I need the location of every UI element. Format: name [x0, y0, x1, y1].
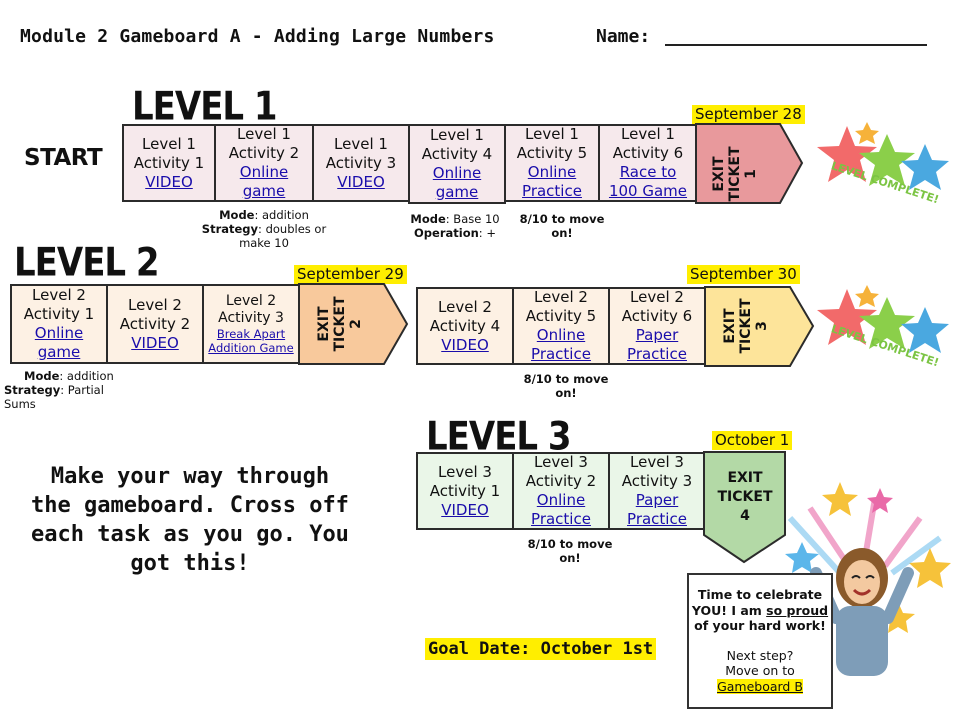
level-2-activity-1[interactable]: Level 2 Activity 1 Online game — [10, 284, 108, 364]
level-2-note-a: Mode: addition Strategy: Partial Sums — [4, 369, 114, 411]
level-2-heading: LEVEL 2 — [14, 240, 160, 286]
goal-date: Goal Date: October 1st — [425, 638, 657, 660]
exit-ticket-4-arrow — [703, 451, 786, 564]
level-1-note-b: Mode: Base 10 Operation: + — [410, 212, 500, 240]
gameboard-b-link[interactable]: Gameboard B — [717, 678, 803, 694]
level-1-activity-5[interactable]: Level 1 Activity 5 Online Practice — [504, 124, 600, 202]
online-practice-link[interactable]: Online Practice — [531, 491, 591, 528]
level-3-note: 8/10 to move on! — [527, 537, 613, 565]
exit-ticket-2[interactable]: EXIT TICKET 2 — [316, 296, 364, 352]
paper-practice-link[interactable]: Paper Practice — [627, 326, 687, 363]
online-practice-link[interactable]: Online Practice — [522, 163, 582, 200]
level-1-heading: LEVEL 1 — [132, 84, 278, 130]
video-link[interactable]: VIDEO — [441, 500, 489, 519]
name-label: Name: — [596, 26, 651, 47]
race-to-100-link[interactable]: Race to 100 Game — [608, 163, 688, 200]
level-1-activity-6[interactable]: Level 1 Activity 6 Race to 100 Game — [598, 124, 698, 202]
level-1-note-c: 8/10 to move on! — [519, 212, 605, 240]
exit-ticket-2-arrow — [298, 283, 409, 365]
name-line[interactable] — [665, 44, 927, 46]
exit-ticket-3[interactable]: EXIT TICKET 3 — [722, 298, 770, 354]
level-2-activity-4[interactable]: Level 2 Activity 4 VIDEO — [416, 287, 514, 365]
video-link[interactable]: VIDEO — [145, 172, 193, 191]
video-link[interactable]: VIDEO — [337, 172, 385, 191]
level-1-note-a: Mode: addition Strategy: doubles or make… — [201, 208, 327, 250]
level-complete-stars-icon: LEVEL COMPLETE! — [817, 285, 949, 369]
level-2-note-b: 8/10 to move on! — [523, 372, 609, 400]
online-game-link[interactable]: Online game — [34, 324, 84, 361]
video-link[interactable]: VIDEO — [441, 335, 489, 354]
break-apart-addition-game-link[interactable]: Break Apart Addition Game — [208, 327, 294, 355]
level-1-activity-1[interactable]: Level 1 Activity 1 VIDEO — [122, 124, 216, 202]
level-1-activity-3[interactable]: Level 1 Activity 3 VIDEO — [312, 124, 410, 202]
level-2-date-b: September 30 — [687, 265, 800, 284]
celebrate-box: Time to celebrate YOU! I am so proud of … — [687, 573, 833, 709]
exit-ticket-1[interactable]: EXIT TICKET 1 — [711, 146, 759, 202]
level-3-activity-1[interactable]: Level 3 Activity 1 VIDEO — [416, 452, 514, 530]
level-1-date: September 28 — [692, 105, 805, 124]
level-3-activity-2[interactable]: Level 3 Activity 2 Online Practice — [512, 452, 610, 530]
start-label: START — [24, 145, 103, 171]
level-2-date-a: September 29 — [294, 265, 407, 284]
level-2-activity-6[interactable]: Level 2 Activity 6 Paper Practice — [608, 287, 706, 365]
level-1-activity-4[interactable]: Level 1 Activity 4 Online game — [408, 124, 506, 204]
level-2-activity-3[interactable]: Level 2 Activity 3 Break Apart Addition … — [202, 284, 300, 364]
motivation-text: Make your way through the gameboard. Cro… — [31, 464, 349, 576]
page-title: Module 2 Gameboard A - Adding Large Numb… — [20, 26, 495, 47]
online-game-link[interactable]: Online game — [239, 163, 289, 200]
level-complete-stars-icon: LEVEL COMPLETE! — [817, 122, 949, 206]
level-1-activity-2[interactable]: Level 1 Activity 2 Online game — [214, 124, 314, 202]
online-practice-link[interactable]: Online Practice — [531, 326, 591, 363]
level-3-activity-3[interactable]: Level 3 Activity 3 Paper Practice — [608, 452, 706, 530]
level-2-activity-5[interactable]: Level 2 Activity 5 Online Practice — [512, 287, 610, 365]
exit-ticket-1-arrow — [695, 123, 804, 204]
level-3-date: October 1 — [712, 431, 793, 450]
exit-ticket-4[interactable]: EXIT TICKET 4 — [717, 470, 773, 524]
video-link[interactable]: VIDEO — [131, 333, 179, 352]
level-2-activity-2[interactable]: Level 2 Activity 2 VIDEO — [106, 284, 204, 364]
online-game-link[interactable]: Online game — [432, 164, 482, 201]
exit-ticket-3-arrow — [704, 286, 815, 367]
paper-practice-link[interactable]: Paper Practice — [627, 491, 687, 528]
